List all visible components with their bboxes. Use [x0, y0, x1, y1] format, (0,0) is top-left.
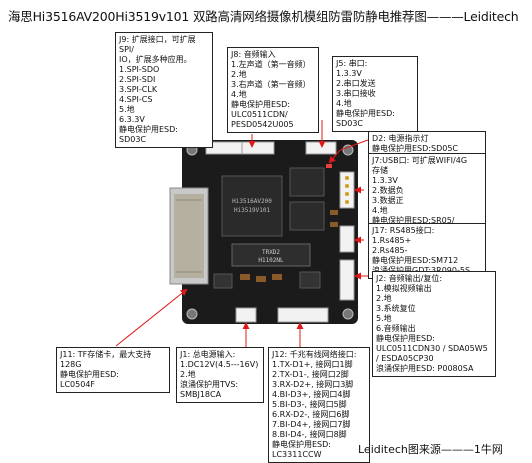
- connector-j17: [339, 225, 355, 253]
- annotation-j2: J2: 音频输出/复位: 1.模拟视频输出 2.地 3.系统复位 5.地 6.音…: [372, 271, 496, 377]
- annotation-j5: J5: 串口: 1.3.3V 2.串口发送 3.串口接收 4.地 静电保护用ES…: [332, 56, 418, 132]
- arrow-d2: [328, 139, 369, 164]
- annotation-d2: D2: 电源指示灯 静电保护用ESD:SD05C: [368, 131, 486, 157]
- annotation-j12: J12: 千兆有线网络接口: 1.TX-D1+, 接网口1脚 2.TX-D1-,…: [268, 347, 370, 463]
- annotation-j1: J1: 总电源输入: 1.DC12V(4.5---16V) 2.地 浪涌保护用T…: [176, 347, 264, 403]
- annotation-j9: J9: 扩展接口，可扩展SPI/ IO，扩展多种应用。 1.SPI-SDO 2.…: [115, 32, 213, 148]
- connector-j5: [305, 141, 337, 155]
- annotation-arrows: [115, 120, 372, 348]
- annotation-j17: J17: RS485接口: 1.Rs485+ 2.Rs485- 静电保护用ESD…: [368, 223, 486, 279]
- annotation-j8: J8: 音频输入 1.左声道（第一音频） 2.地 3.右声道（第一音频） 4.地…: [227, 47, 319, 133]
- soc-chip-label-2: Hi3519V101: [234, 207, 271, 214]
- connector-j1: [235, 307, 257, 323]
- led-d2: [326, 164, 332, 168]
- arrow-j11: [115, 288, 188, 347]
- page-title: 海思Hi3516AV200Hi3519v101 双路高清网络摄像机模组防雷防静电…: [8, 9, 519, 24]
- pcb-board: Hi3516AV200 Hi3519V101 TRXD2 H1102NL: [169, 140, 358, 324]
- ethernet-transformer: [231, 243, 311, 267]
- connector-j12: [277, 307, 329, 323]
- soc-chip: [221, 175, 283, 237]
- connector-j8: [241, 141, 275, 155]
- transformer-label: TRXD2: [262, 249, 280, 256]
- connector-j2: [339, 259, 355, 301]
- footer-caption: Leiditech图来源———1牛网: [358, 443, 503, 456]
- annotation-j11: J11: TF存储卡，最大支持 128G 静电保护用ESD: LC0504F: [56, 347, 170, 393]
- transformer-label-2: H1102NL: [258, 257, 284, 264]
- soc-chip-label: Hi3516AV200: [232, 198, 272, 205]
